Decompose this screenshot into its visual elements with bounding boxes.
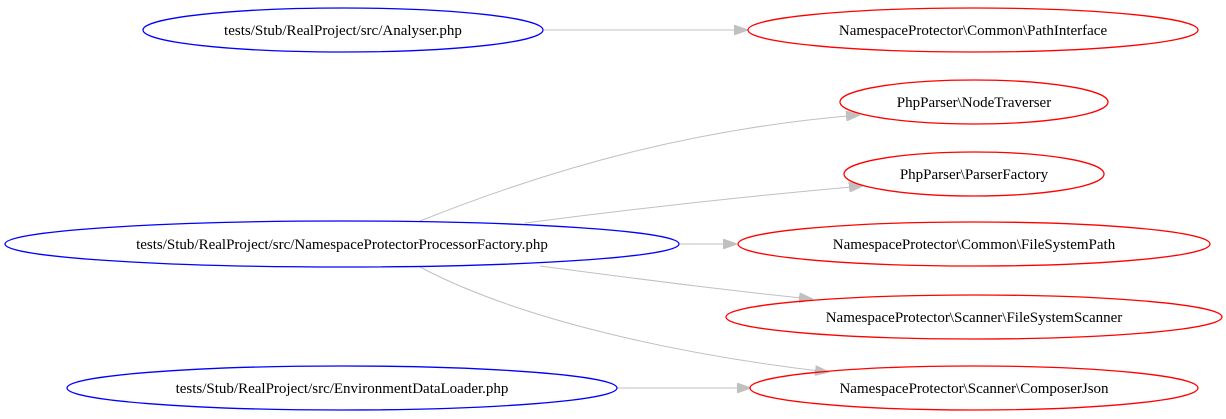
edge-factory-to-node-traverser (419, 115, 859, 222)
node-label: PhpParser\NodeTraverser (897, 95, 1051, 111)
graph-node-filesystem-scanner: NamespaceProtector\Scanner\FileSystemSca… (725, 294, 1223, 340)
edge-factory-to-filesystem-scanner (539, 265, 812, 299)
node-label: tests/Stub/RealProject/src/Analyser.php (224, 23, 462, 39)
node-label: tests/Stub/RealProject/src/NamespaceProt… (136, 237, 548, 253)
edges-layer (419, 30, 862, 388)
edge-factory-to-parser-factory (524, 186, 862, 224)
graph-node-parser-factory: PhpParser\ParserFactory (843, 151, 1105, 197)
node-label: PhpParser\ParserFactory (900, 167, 1049, 183)
graph-node-filesystem-path: NamespaceProtector\Common\FileSystemPath (737, 221, 1211, 267)
edge-factory-to-composer-json (419, 266, 828, 372)
node-label: NamespaceProtector\Common\FileSystemPath (833, 237, 1116, 253)
graph-node-environment-data-loader: tests/Stub/RealProject/src/EnvironmentDa… (66, 365, 618, 411)
graph-node-path-interface: NamespaceProtector\Common\PathInterface (747, 7, 1199, 53)
nodes-layer: tests/Stub/RealProject/src/Analyser.php … (4, 7, 1223, 411)
node-label: tests/Stub/RealProject/src/EnvironmentDa… (176, 381, 509, 397)
node-label: NamespaceProtector\Common\PathInterface (839, 23, 1108, 39)
graph-node-composer-json: NamespaceProtector\Scanner\ComposerJson (749, 365, 1199, 411)
graph-node-node-traverser: PhpParser\NodeTraverser (839, 79, 1109, 125)
node-label: NamespaceProtector\Scanner\ComposerJson (839, 381, 1109, 397)
graph-node-processor-factory: tests/Stub/RealProject/src/NamespaceProt… (4, 220, 680, 268)
node-label: NamespaceProtector\Scanner\FileSystemSca… (826, 310, 1123, 326)
graph-node-analyser: tests/Stub/RealProject/src/Analyser.php (142, 7, 544, 53)
